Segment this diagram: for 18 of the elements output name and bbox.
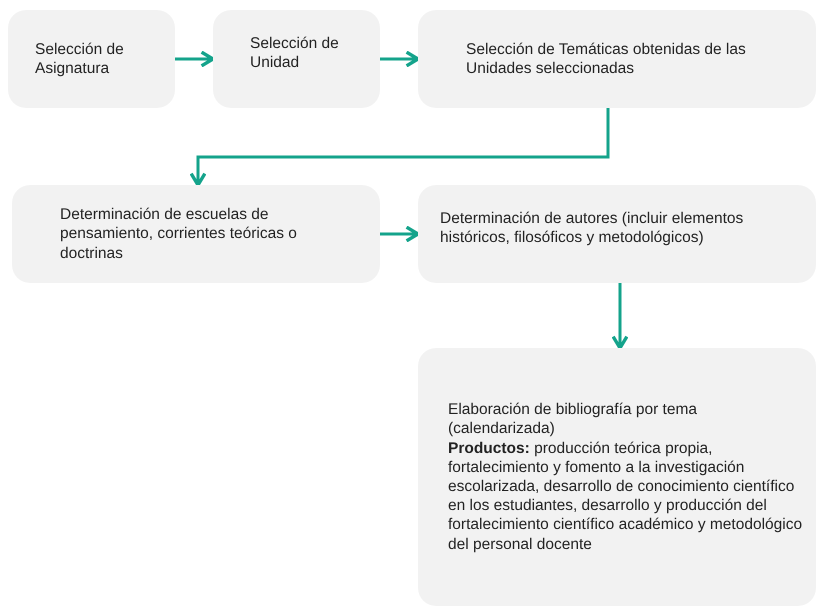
process-box xyxy=(418,10,816,108)
box-text: Productos: producción teórica propia, fortalecimiento y fomento a la investigación escolarizada, desarrollo de conocimiento científico en los estudiantes, desarrollo y producción del fortalecimiento científico académico y metodológico del personal docente xyxy=(448,438,804,554)
process-box xyxy=(12,185,380,283)
process-box xyxy=(418,348,816,606)
box-text: Determinación de autores (incluir elementos históricos, filosóficos y metodológicos) xyxy=(440,209,744,248)
box-text: Selección de Temáticas obtenidas de las Unidades seleccionadas xyxy=(466,40,747,78)
arrow xyxy=(189,108,610,187)
arrow xyxy=(611,283,629,350)
arrow xyxy=(175,50,215,68)
box-text: Elaboración de bibliografía por tema (calendarizada) xyxy=(448,400,698,439)
box-text: Determinación de escuelas de pensamiento, corrientes teóricas o doctrinas xyxy=(60,205,298,263)
box-text: Selección de Unidad xyxy=(250,34,340,72)
box-text: Selección de Asignatura xyxy=(35,40,125,78)
process-box xyxy=(418,185,816,283)
process-box xyxy=(213,10,380,108)
arrow xyxy=(380,225,420,243)
process-box xyxy=(8,10,175,108)
arrow xyxy=(380,50,420,68)
